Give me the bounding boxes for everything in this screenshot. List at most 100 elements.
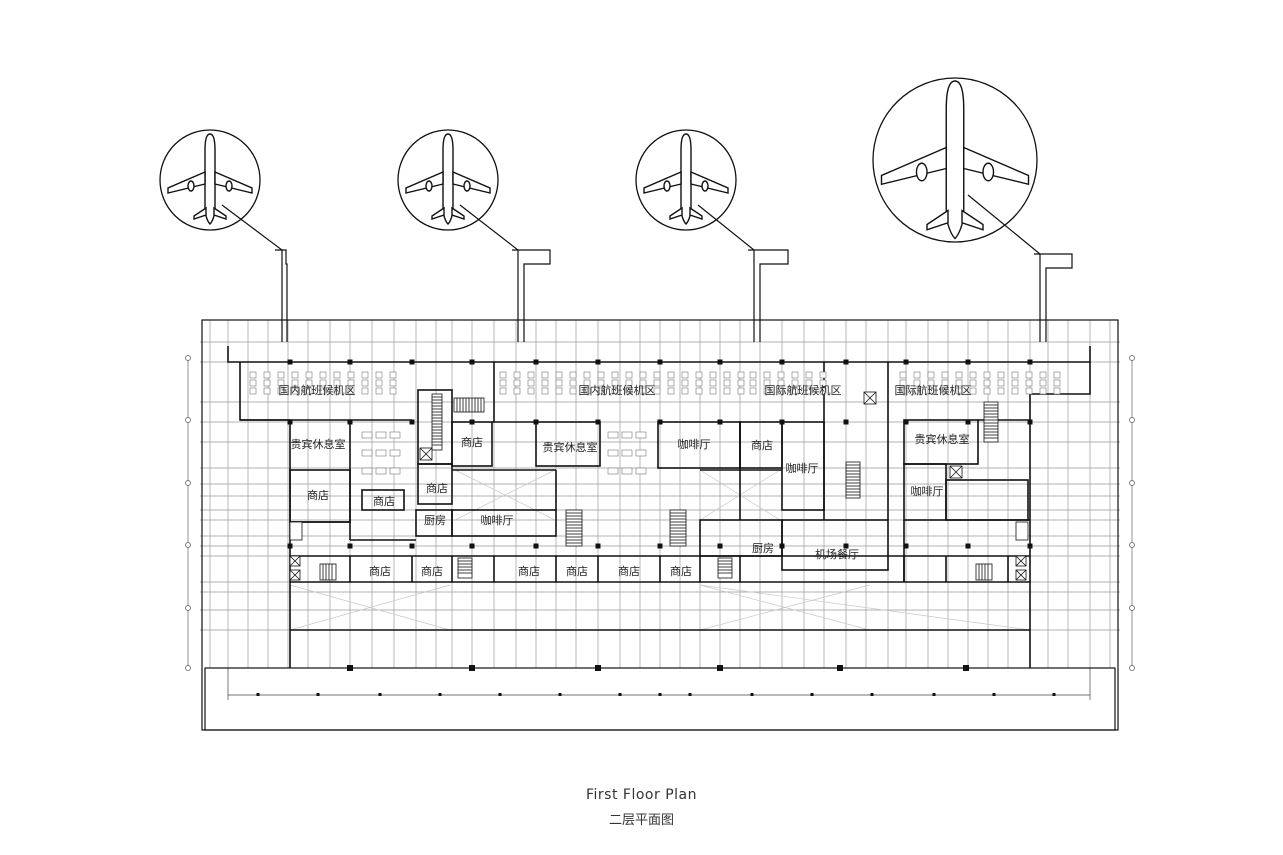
seat [927, 387, 935, 395]
seat [805, 387, 813, 395]
bridge-head [512, 249, 551, 342]
seat [305, 387, 313, 395]
column [595, 665, 601, 671]
column [1027, 359, 1033, 365]
structural-columns [256, 359, 1056, 696]
seating-rows [249, 371, 1061, 475]
seat [541, 387, 549, 395]
west-wall [239, 362, 291, 668]
seat [305, 379, 313, 387]
column [595, 543, 601, 549]
aircraft-stand-circle [872, 77, 1038, 243]
seat [791, 371, 799, 379]
seat [653, 387, 661, 395]
forecourt-boundary [204, 667, 1116, 731]
room-labels: 国内航班候机区 国内航班候机区 国际航班候机区 国际航班候机区 贵宾休息室 贵宾… [279, 383, 972, 578]
column [287, 359, 293, 365]
lift-cross [863, 391, 877, 405]
label-shop-1: 商店 [461, 435, 483, 449]
seat [597, 387, 605, 395]
column [657, 419, 663, 425]
room-shop-core [417, 463, 453, 505]
seat [941, 387, 949, 395]
seat [249, 371, 257, 379]
bollard [256, 693, 260, 696]
seat [737, 371, 745, 379]
seat [997, 379, 1005, 387]
lounge-table [607, 431, 619, 439]
column [469, 665, 475, 671]
lift-cross [419, 447, 433, 461]
lounge-table [389, 431, 401, 439]
label-vip-lounge-3: 贵宾休息室 [915, 432, 970, 446]
seat [777, 371, 785, 379]
seat [499, 379, 507, 387]
grid-axis-marker [185, 355, 191, 361]
seat [737, 387, 745, 395]
seat [941, 371, 949, 379]
lounge-table [361, 431, 373, 439]
seat [347, 379, 355, 387]
seat [625, 379, 633, 387]
bollard [1052, 693, 1056, 696]
lift-cross [289, 555, 301, 567]
airplane-engine [225, 180, 233, 192]
seat [1053, 371, 1061, 379]
label-vip-lounge-1: 贵宾休息室 [291, 437, 346, 451]
lift-cross [1015, 555, 1027, 567]
label-shop-2: 商店 [751, 438, 773, 452]
bridge-head [1034, 253, 1073, 342]
label-intl-waiting-2: 国际航班候机区 [895, 383, 972, 397]
airplane-tail [926, 209, 984, 231]
seat [263, 387, 271, 395]
seat [499, 387, 507, 395]
seat [347, 387, 355, 395]
column [533, 543, 539, 549]
seat [913, 371, 921, 379]
void-diagonal [699, 584, 871, 631]
seat [527, 379, 535, 387]
seat [569, 387, 577, 395]
seat [805, 379, 813, 387]
lounge-table [607, 449, 619, 457]
seat [1011, 379, 1019, 387]
airplane-icon [643, 133, 729, 225]
bollard [316, 693, 320, 696]
column [717, 359, 723, 365]
seat [723, 371, 731, 379]
column [779, 359, 785, 365]
bollard [810, 693, 814, 696]
aircraft-stand-circle [635, 129, 737, 231]
airplane-engine [187, 180, 195, 192]
seat [983, 379, 991, 387]
column [843, 359, 849, 365]
seat [1025, 379, 1033, 387]
seat [819, 379, 827, 387]
bollard [932, 693, 936, 696]
seat [639, 371, 647, 379]
seat [499, 371, 507, 379]
label-shop-9: 商店 [566, 564, 588, 578]
column [1027, 543, 1033, 549]
grid-axis-marker [185, 542, 191, 548]
seat [955, 371, 963, 379]
column [903, 359, 909, 365]
airplane-tail [669, 206, 703, 220]
stair-core-small [289, 521, 303, 541]
seat [819, 371, 827, 379]
grid-axis-marker [185, 480, 191, 486]
column [409, 419, 415, 425]
seat [583, 371, 591, 379]
seat [277, 387, 285, 395]
seat [681, 379, 689, 387]
label-kitchen-1: 厨房 [424, 514, 446, 527]
column [843, 543, 849, 549]
seat [541, 379, 549, 387]
plan-title-chinese: 二层平面图 [608, 813, 674, 828]
lift-cross [949, 465, 963, 479]
stair-core-small [1015, 521, 1029, 541]
escalator [975, 563, 993, 581]
bollard [688, 693, 692, 696]
column [779, 543, 785, 549]
seat [513, 387, 521, 395]
